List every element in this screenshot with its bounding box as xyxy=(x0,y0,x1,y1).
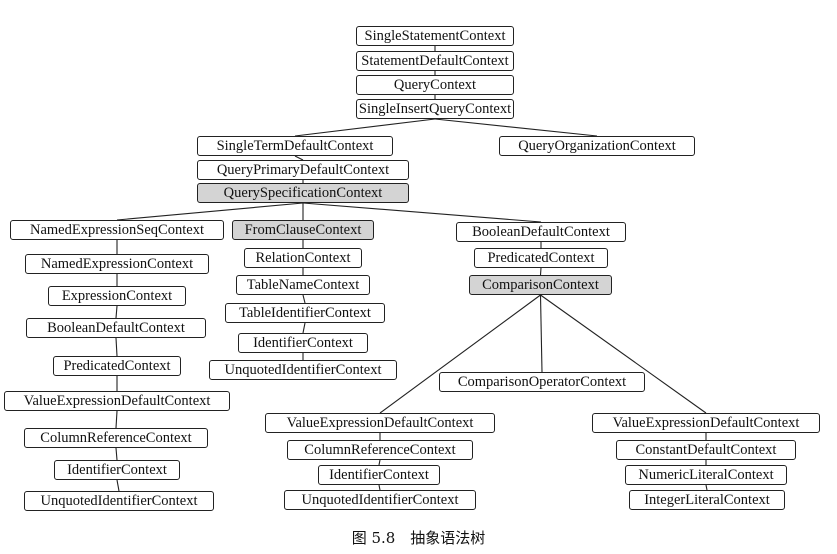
node-constant-default: ConstantDefaultContext xyxy=(616,440,796,460)
node-numeric-literal: NumericLiteralContext xyxy=(625,465,787,485)
node-identifier-bottom-mid: IdentifierContext xyxy=(318,465,440,485)
node-integer-literal: IntegerLiteralContext xyxy=(629,490,785,510)
node-named-expression: NamedExpressionContext xyxy=(25,254,209,274)
node-query: QueryContext xyxy=(356,75,514,95)
edge-expression-boolean_default_left xyxy=(115,305,118,319)
figure-caption: 图 5.8 抽象语法树 xyxy=(351,529,486,547)
edge-identifier_bottom_mid-unquoted_identifier_bottom_mid xyxy=(378,484,381,491)
edge-query_specification-boolean_default_right xyxy=(302,202,542,223)
node-comparison: ComparisonContext xyxy=(469,275,612,295)
edge-table_identifier-identifier_mid xyxy=(302,322,306,334)
node-relation: RelationContext xyxy=(244,248,362,268)
node-value-expression-default-mid: ValueExpressionDefaultContext xyxy=(265,413,495,433)
node-comparison-operator: ComparisonOperatorContext xyxy=(439,372,645,392)
node-column-reference-left: ColumnReferenceContext xyxy=(24,428,208,448)
node-predicated-left: PredicatedContext xyxy=(53,356,181,376)
node-value-expression-default-left: ValueExpressionDefaultContext xyxy=(4,391,230,411)
node-boolean-default-right: BooleanDefaultContext xyxy=(456,222,626,242)
edge-comparison-value_expression_default_mid xyxy=(379,294,541,414)
node-named-expression-seq: NamedExpressionSeqContext xyxy=(10,220,224,240)
node-column-reference-mid: ColumnReferenceContext xyxy=(287,440,473,460)
node-identifier-mid: IdentifierContext xyxy=(238,333,368,353)
node-value-expression-default-right: ValueExpressionDefaultContext xyxy=(592,413,820,433)
node-query-primary-default: QueryPrimaryDefaultContext xyxy=(197,160,409,180)
edge-column_reference_mid-identifier_bottom_mid xyxy=(378,459,381,466)
edge-boolean_default_left-predicated_left xyxy=(115,337,118,357)
node-expression: ExpressionContext xyxy=(48,286,186,306)
node-table-name: TableNameContext xyxy=(236,275,370,295)
node-from-clause: FromClauseContext xyxy=(232,220,374,240)
edge-query_specification-named_expression_seq xyxy=(116,202,304,221)
node-query-specification: QuerySpecificationContext xyxy=(197,183,409,203)
edge-value_expression_default_left-column_reference_left xyxy=(115,410,118,429)
node-unquoted-identifier-mid: UnquotedIdentifierContext xyxy=(209,360,397,380)
edge-comparison-comparison_operator xyxy=(539,294,543,373)
node-query-organization: QueryOrganizationContext xyxy=(499,136,695,156)
edge-identifier_left-unquoted_identifier_left xyxy=(116,479,120,492)
node-unquoted-identifier-bottom-mid: UnquotedIdentifierContext xyxy=(284,490,476,510)
edge-single_insert_query-single_term_default xyxy=(294,118,436,137)
edge-single_term_default-query_primary_default xyxy=(294,155,304,161)
node-statement-default: StatementDefaultContext xyxy=(356,51,514,71)
node-predicated-right: PredicatedContext xyxy=(474,248,608,268)
edge-comparison-value_expression_default_right xyxy=(540,294,707,414)
node-single-statement: SingleStatementContext xyxy=(356,26,514,46)
edge-column_reference_left-identifier_left xyxy=(115,447,118,461)
node-boolean-default-left: BooleanDefaultContext xyxy=(26,318,206,338)
node-table-identifier: TableIdentifierContext xyxy=(225,303,385,323)
node-unquoted-identifier-left: UnquotedIdentifierContext xyxy=(24,491,214,511)
node-single-term-default: SingleTermDefaultContext xyxy=(197,136,393,156)
edge-predicated_right-comparison xyxy=(539,267,542,276)
edge-numeric_literal-integer_literal xyxy=(705,484,708,491)
edge-single_insert_query-query_organization xyxy=(434,118,598,137)
node-identifier-left: IdentifierContext xyxy=(54,460,180,480)
edge-table_name-table_identifier xyxy=(302,294,306,304)
node-single-insert-query: SingleInsertQueryContext xyxy=(356,99,514,119)
